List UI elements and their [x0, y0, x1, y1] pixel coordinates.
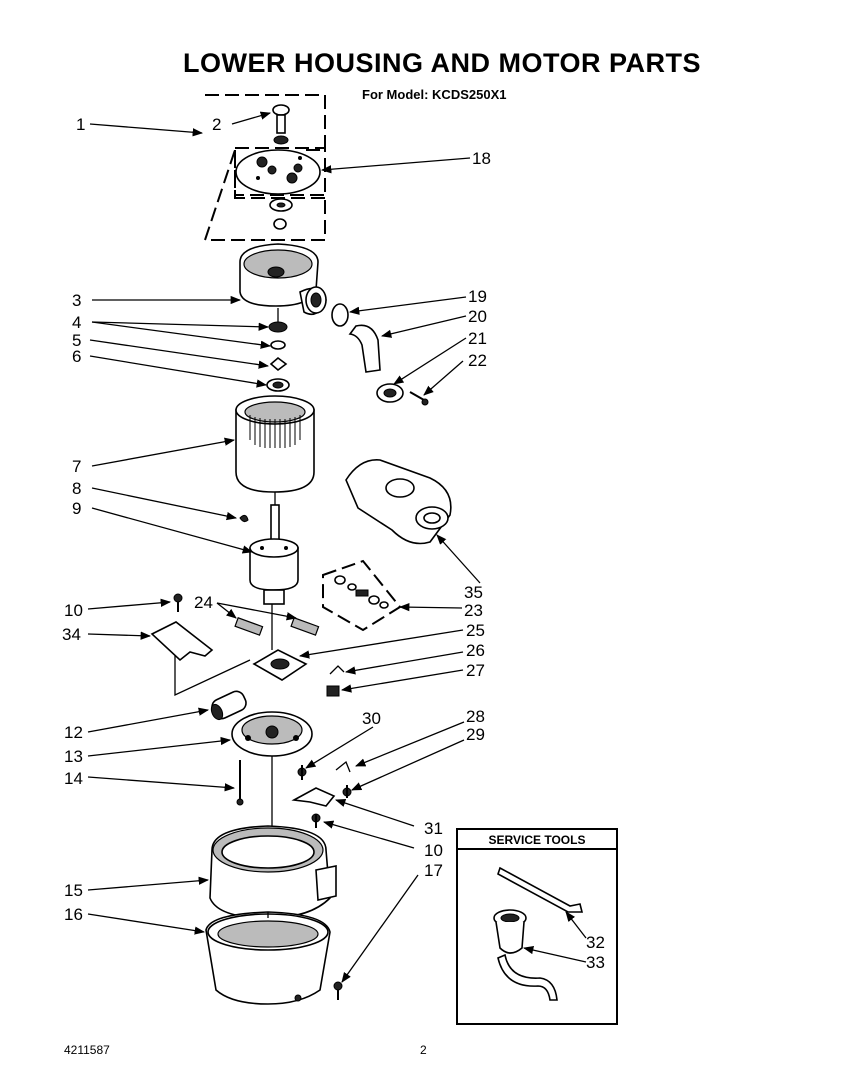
assembly-23-dashed-frame — [322, 559, 402, 632]
callout-27: 27 — [466, 661, 485, 680]
callout-10-lower: 10 — [424, 841, 443, 860]
callout-29: 29 — [466, 725, 485, 744]
part-16-base — [205, 911, 331, 1005]
callout-labels: 1 2 18 3 4 5 6 19 20 21 22 7 8 9 35 23 1… — [62, 115, 605, 972]
callout-24: 24 — [194, 593, 213, 612]
part-21-clamp — [376, 383, 404, 403]
callout-6: 6 — [72, 347, 81, 366]
part-8-clip — [239, 514, 249, 523]
callout-28: 28 — [466, 707, 485, 726]
part-3-upper-housing — [239, 243, 327, 316]
part-26-clip — [329, 665, 345, 675]
part-30-screw — [297, 765, 307, 780]
callout-1: 1 — [76, 115, 85, 134]
part-27-terminal — [326, 685, 340, 697]
callout-23: 23 — [464, 601, 483, 620]
assembly-1-dashed-frame — [203, 94, 326, 241]
callout-5: 5 — [72, 331, 81, 350]
part-12-bearing — [210, 690, 247, 721]
callout-15: 15 — [64, 881, 83, 900]
part-23-kit — [334, 575, 389, 609]
leader-lines — [87, 111, 587, 983]
page-number: 2 — [420, 1043, 427, 1057]
part-29-screw — [342, 785, 352, 798]
callout-22: 22 — [468, 351, 487, 370]
service-tools-heading: SERVICE TOOLS — [489, 833, 586, 847]
part-22-screw — [409, 391, 429, 406]
callout-3: 3 — [72, 291, 81, 310]
callout-32: 32 — [586, 933, 605, 952]
part-15-lower-housing — [209, 825, 337, 919]
callout-19: 19 — [468, 287, 487, 306]
callout-25: 25 — [466, 621, 485, 640]
callout-17: 17 — [424, 861, 443, 880]
center-guides — [267, 308, 279, 918]
callout-8: 8 — [72, 479, 81, 498]
part-10-screw-upper — [173, 593, 183, 612]
part-20-elbow — [348, 324, 381, 373]
part-17-screw — [333, 981, 343, 1000]
part-18-plate — [235, 149, 321, 195]
callout-33: 33 — [586, 953, 605, 972]
part-10-screw-lower — [311, 813, 321, 828]
part-19-gasket — [331, 303, 349, 327]
callout-9: 9 — [72, 499, 81, 518]
service-tools-box: SERVICE TOOLS — [456, 828, 618, 1025]
callout-10-upper: 10 — [64, 601, 83, 620]
callout-34: 34 — [62, 625, 81, 644]
part-25-brush-holder — [252, 649, 308, 681]
part-14-bolt — [236, 760, 244, 806]
part-34-shield — [150, 621, 214, 662]
callout-12: 12 — [64, 723, 83, 742]
callout-30: 30 — [362, 709, 381, 728]
part-24-brushes — [234, 617, 320, 636]
wire — [174, 655, 251, 697]
callout-31: 31 — [424, 819, 443, 838]
part-31-cover — [291, 787, 336, 807]
part-35-gasket — [345, 459, 452, 545]
callout-7: 7 — [72, 457, 81, 476]
model-subtitle: For Model: KCDS250X1 — [362, 87, 507, 102]
part-33-tool — [493, 909, 558, 1001]
callout-35: 35 — [464, 583, 483, 602]
parts-4-5-6-washers — [266, 321, 290, 392]
callout-2: 2 — [212, 115, 221, 134]
callout-13: 13 — [64, 747, 83, 766]
part-9-rotor — [249, 504, 299, 605]
part-13-end-bell — [231, 711, 313, 757]
assembly-18-dashed-frame — [234, 147, 326, 199]
part-7-stator — [235, 395, 315, 493]
callout-18: 18 — [472, 149, 491, 168]
doc-number: 4211587 — [64, 1043, 110, 1057]
callout-20: 20 — [468, 307, 487, 326]
part-28-clip — [335, 760, 351, 773]
callout-14: 14 — [64, 769, 83, 788]
part-32-wrench — [497, 866, 584, 913]
callout-16: 16 — [64, 905, 83, 924]
callout-21: 21 — [468, 329, 487, 348]
page-title: LOWER HOUSING AND MOTOR PARTS — [183, 48, 701, 78]
part-2-bolt — [272, 104, 290, 145]
callout-4: 4 — [72, 313, 81, 332]
part-1-washers — [269, 198, 293, 230]
callout-26: 26 — [466, 641, 485, 660]
